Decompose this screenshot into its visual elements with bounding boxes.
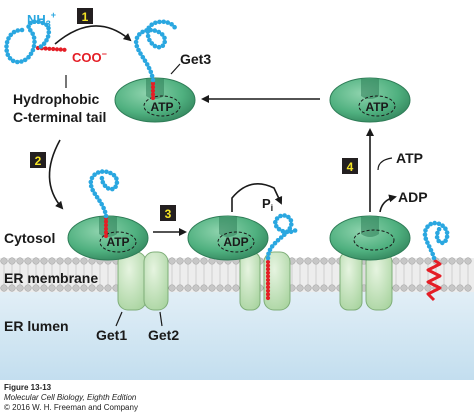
- step-marker-2: 2: [30, 152, 46, 168]
- atp-label-cytosol: ATP: [106, 235, 129, 249]
- pi-label: Pi: [262, 196, 273, 213]
- get3-label: Get3: [180, 51, 211, 67]
- hydrophobic-label-line1: Hydrophobic: [13, 91, 100, 107]
- get-receptor-2: [239, 251, 291, 311]
- arrow-atp-bind: [377, 157, 393, 171]
- coo-label: COO−: [72, 49, 107, 65]
- get-receptor-1: [117, 251, 169, 311]
- step-number-3: 3: [165, 207, 172, 221]
- step-marker-3: 3: [160, 205, 176, 221]
- er-lumen-label: ER lumen: [4, 318, 69, 334]
- get2-leader: [159, 311, 163, 327]
- step-number-2: 2: [35, 154, 42, 168]
- atp-label-top-left: ATP: [150, 100, 173, 114]
- er-lumen-region: [0, 285, 474, 380]
- adp-label-released: ADP: [398, 189, 428, 205]
- nh3-label: NH3+: [27, 10, 56, 29]
- arrow-pi-release: [231, 182, 283, 212]
- arrow-step-2: [48, 139, 64, 210]
- adp-label-bound: ADP: [223, 235, 248, 249]
- arrow-adp-release: [379, 194, 397, 213]
- get3-label-leader: [170, 63, 181, 75]
- get3-protein-cytosol-2: [187, 215, 269, 261]
- step-marker-4: 4: [342, 158, 358, 174]
- get1-label: Get1: [96, 327, 127, 343]
- atp-label-top-right: ATP: [365, 100, 388, 114]
- step-number-4: 4: [347, 160, 354, 174]
- get3-protein-cytosol-3: [329, 215, 411, 261]
- hydrophobic-label-line2: C-terminal tail: [13, 109, 106, 125]
- get3-protein-top-right: [329, 77, 411, 123]
- figure-source: Molecular Cell Biology, Eighth Edition: [4, 393, 137, 402]
- figure-number: Figure 13-13: [4, 383, 52, 392]
- get-receptor-3: [339, 251, 393, 311]
- step-marker-1: 1: [77, 8, 93, 24]
- er-membrane-label: ER membrane: [4, 270, 98, 286]
- hydrophobic-tails: [35, 45, 442, 302]
- figure-copyright: © 2016 W. H. Freeman and Company: [4, 403, 138, 412]
- tail-anchored-protein-chains: [4, 19, 450, 261]
- get1-leader: [115, 311, 123, 327]
- atp-label-step4: ATP: [396, 150, 423, 166]
- pathway-arrows: [48, 25, 397, 236]
- get2-label: Get2: [148, 327, 179, 343]
- step-number-1: 1: [82, 10, 89, 24]
- get3-protein-top-left: [114, 77, 196, 123]
- cytosol-label: Cytosol: [4, 230, 55, 246]
- arrow-step-1: [54, 25, 132, 45]
- get1-get2-receptors: [117, 251, 393, 311]
